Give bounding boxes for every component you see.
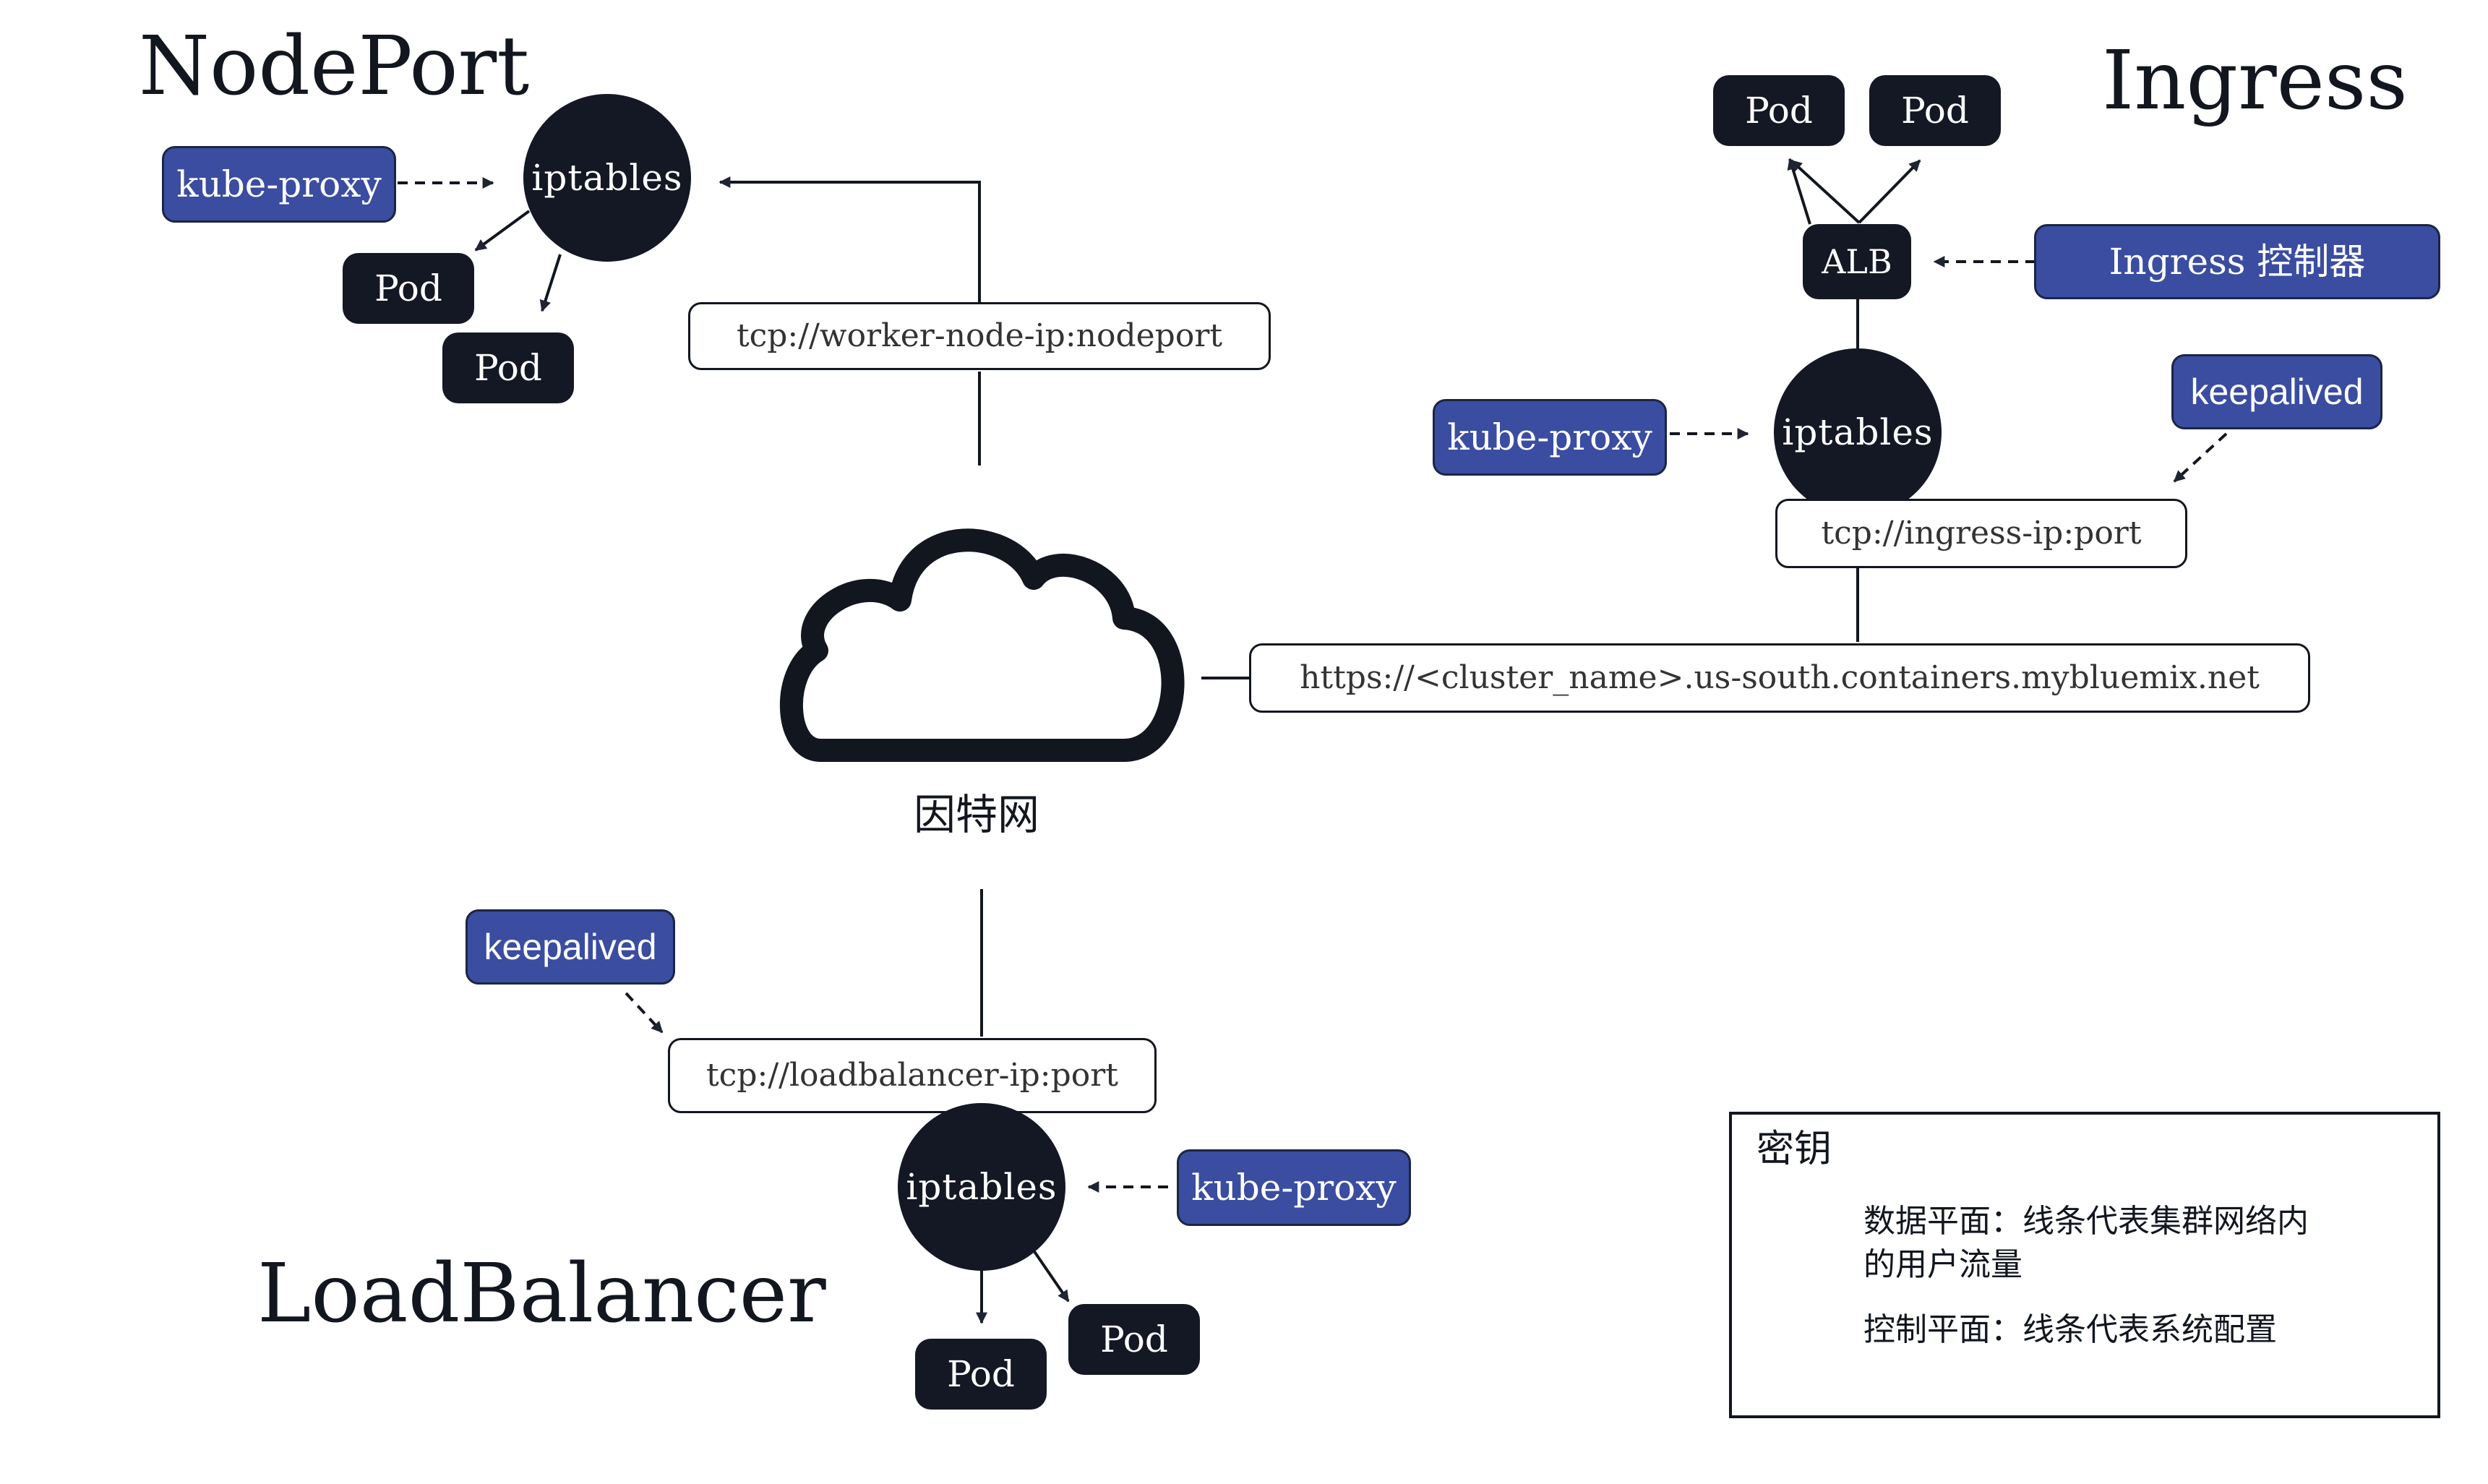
legend-title: 密钥 (1756, 1128, 1832, 1171)
lb-iptables: iptables (898, 1103, 1065, 1271)
nodeport-pod-1: Pod (343, 253, 474, 324)
nodeport-pod-2: Pod (442, 333, 574, 403)
nodeport-iptables-pod2-arrow (539, 254, 562, 312)
nodeport-title: NodePort (139, 20, 530, 113)
ingress-pod-2: Pod (1869, 75, 2001, 146)
lb-iptables-pod2-arrow (1032, 1249, 1070, 1303)
nodeport-url: tcp://worker-node-ip:nodeport (688, 302, 1271, 370)
cluster-url: https://<cluster_name>.us-south.containe… (1249, 643, 2310, 713)
legend-box (1729, 1112, 2440, 1418)
lb-pod-1: Pod (915, 1339, 1047, 1410)
nodeport-iptables: iptables (523, 94, 691, 262)
ingress-iptables: iptables (1774, 348, 1942, 516)
lb-kube-proxy: kube-proxy (1177, 1149, 1411, 1226)
cloud-icon (779, 528, 1185, 762)
loadbalancer-url: tcp://loadbalancer-ip:port (668, 1038, 1157, 1113)
alb-node: ALB (1803, 224, 1911, 299)
lb-pod-2: Pod (1068, 1304, 1200, 1375)
legend-data-plane-line1: 数据平面：线条代表集群网络内 (1863, 1203, 2309, 1240)
ingress-kube-proxy: kube-proxy (1433, 399, 1667, 476)
nodeport-kube-proxy: kube-proxy (162, 146, 396, 223)
loadbalancer-title: LoadBalancer (257, 1247, 826, 1341)
lb-keepalived: keepalived (466, 909, 675, 985)
ingress-pod-1: Pod (1713, 75, 1845, 146)
nodeport-arrow-to-iptables (718, 176, 981, 304)
ingress-url: tcp://ingress-ip:port (1775, 499, 2187, 568)
alb-to-pod-right-arrow (1858, 159, 1921, 224)
ingress-controller: Ingress 控制器 (2034, 224, 2440, 299)
internet-label: 因特网 (914, 790, 1040, 839)
legend-data-plane-line2: 的用户流量 (1863, 1246, 2022, 1283)
lb-keepalived-dashed-arrow (625, 992, 664, 1034)
ingress-keepalived-dashed-arrow (2173, 432, 2228, 483)
ingress-title: Ingress (2102, 34, 2408, 128)
legend-control-plane: 控制平面：线条代表系统配置 (1863, 1311, 2277, 1348)
alb-to-pod-left-arrow (1790, 159, 1861, 224)
ingress-keepalived: keepalived (2171, 354, 2382, 429)
nodeport-iptables-pod1-arrow (474, 210, 531, 252)
